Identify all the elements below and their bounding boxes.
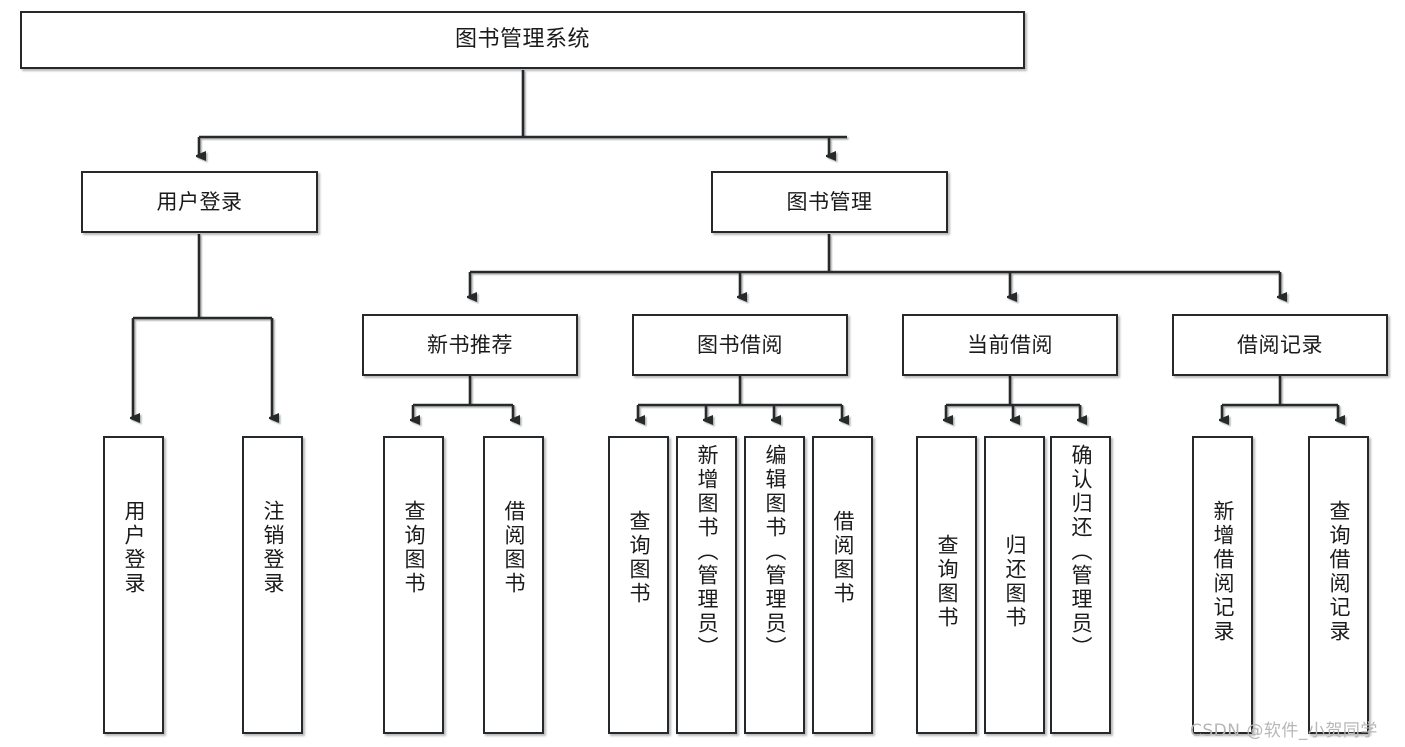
- leaf-edit-book-admin[interactable]: 编辑图书（管理员）: [744, 436, 805, 734]
- node-label: 借阅记录: [1237, 332, 1323, 357]
- node-label: 归还图书: [1003, 534, 1027, 630]
- leaf-query-book-current[interactable]: 查询图书: [916, 436, 977, 734]
- node-label: 图书管理系统: [454, 27, 590, 53]
- node-user-login[interactable]: 用户登录: [81, 171, 318, 233]
- node-label: 借阅图书: [831, 510, 855, 606]
- node-label: 借阅图书: [502, 500, 526, 596]
- node-label: 用户登录: [122, 500, 146, 596]
- leaf-add-borrow-record[interactable]: 新增借阅记录: [1192, 436, 1253, 734]
- node-new-book-recommend[interactable]: 新书推荐: [362, 314, 578, 376]
- leaf-query-book-borrow[interactable]: 查询图书: [608, 436, 669, 734]
- leaf-user-login[interactable]: 用户登录: [103, 436, 164, 734]
- leaf-add-book-admin[interactable]: 新增图书（管理员）: [676, 436, 737, 734]
- node-label: 当前借阅: [967, 332, 1053, 357]
- node-label: 用户登录: [156, 189, 243, 214]
- leaf-query-borrow-record[interactable]: 查询借阅记录: [1308, 436, 1369, 734]
- leaf-query-book-recommend[interactable]: 查询图书: [383, 436, 444, 734]
- leaf-borrow-book[interactable]: 借阅图书: [812, 436, 873, 734]
- node-book-management[interactable]: 图书管理: [711, 171, 948, 233]
- node-label: 注销登录: [261, 500, 285, 596]
- node-label: 新增借阅记录: [1211, 500, 1235, 644]
- node-current-borrow[interactable]: 当前借阅: [902, 314, 1118, 376]
- node-label: 查询图书: [627, 510, 651, 606]
- leaf-borrow-book-recommend[interactable]: 借阅图书: [483, 436, 544, 734]
- node-label: 图书借阅: [697, 332, 783, 357]
- node-label: 图书管理: [786, 189, 873, 214]
- leaf-confirm-return-admin[interactable]: 确认归还（管理员）: [1050, 436, 1111, 734]
- node-book-borrow[interactable]: 图书借阅: [632, 314, 848, 376]
- leaf-logout[interactable]: 注销登录: [242, 436, 303, 734]
- leaf-return-book[interactable]: 归还图书: [984, 436, 1045, 734]
- node-label: 新书推荐: [427, 332, 513, 357]
- node-root-system[interactable]: 图书管理系统: [20, 11, 1025, 69]
- node-label: 确认归还（管理员）: [1069, 444, 1093, 660]
- node-label: 编辑图书（管理员）: [763, 444, 787, 660]
- node-label: 查询图书: [402, 500, 426, 596]
- node-label: 查询借阅记录: [1327, 500, 1351, 644]
- node-borrow-record[interactable]: 借阅记录: [1172, 314, 1388, 376]
- node-label: 查询图书: [935, 534, 959, 630]
- csdn-watermark: CSDN @软件_小贺同学: [1190, 721, 1378, 741]
- node-label: 新增图书（管理员）: [695, 444, 719, 660]
